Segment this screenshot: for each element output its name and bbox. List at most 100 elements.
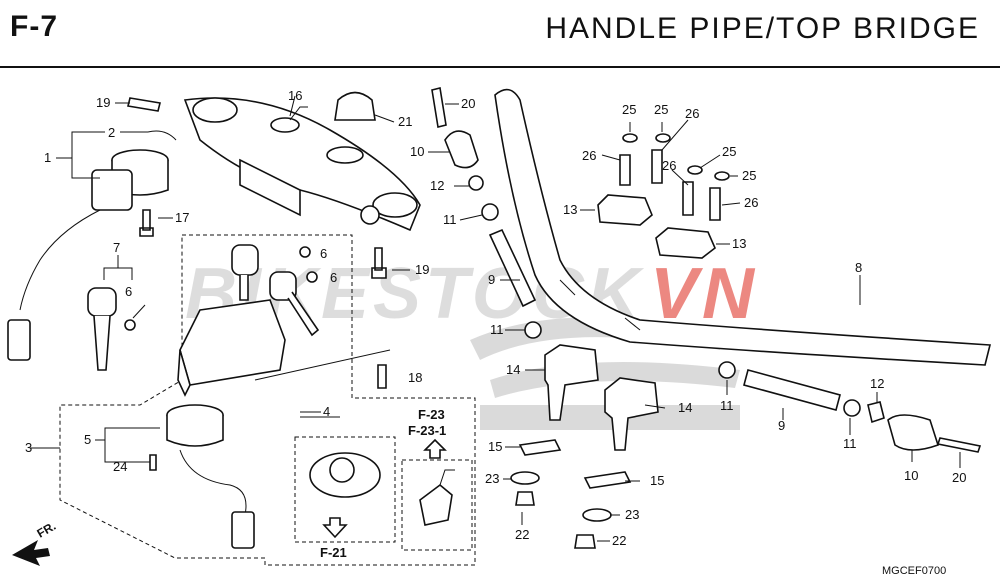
callout-12b: 12	[870, 376, 884, 391]
washer-part-6c	[306, 271, 318, 283]
f23-ref-part	[419, 469, 455, 526]
lock-assembly	[177, 244, 320, 397]
ignition-switch-part-1	[7, 149, 169, 361]
holder-lower-part-14b	[604, 377, 659, 451]
cross-references: F-23 F-23-1 F-21	[320, 407, 446, 560]
washer-part-23b	[582, 508, 612, 522]
image-code: MGCEF0700	[882, 565, 946, 577]
callout-10b: 10	[904, 468, 918, 483]
callout-25a: 25	[622, 102, 636, 117]
callout-3: 3	[25, 440, 32, 455]
holder-upper-part-13a	[597, 194, 653, 226]
callout-13b: 13	[732, 236, 746, 251]
callout-6b: 6	[330, 270, 337, 285]
callout-15b: 15	[650, 473, 664, 488]
ref-f23-1: F-23-1	[408, 423, 446, 438]
top-bridge-part-16	[183, 97, 421, 232]
callout-7: 7	[113, 240, 120, 255]
washer-part-23a	[510, 471, 540, 485]
callout-11d: 11	[843, 436, 857, 451]
holder-upper-part-13b	[655, 227, 716, 259]
callout-8: 8	[855, 260, 862, 275]
callout-22b: 22	[612, 533, 626, 548]
bolts-part-26	[619, 149, 721, 221]
callout-16: 16	[288, 88, 302, 103]
callout-26a: 26	[582, 148, 596, 163]
callout-25c: 25	[722, 144, 736, 159]
clip-part-12a	[468, 175, 484, 191]
nut-part-11c	[718, 361, 736, 379]
bolt-part-17	[139, 209, 154, 237]
bar-weight-part-9a	[488, 228, 537, 308]
callout-14a: 14	[506, 362, 520, 377]
washers-part-25	[622, 133, 730, 181]
bolt-part-19a	[127, 97, 161, 112]
handle-pipe-part-8	[494, 88, 992, 366]
callout-22a: 22	[515, 527, 529, 542]
page-code: F-7	[10, 10, 58, 43]
nut-part-22b	[574, 534, 596, 549]
callout-25d: 25	[742, 168, 756, 183]
key-part-7	[87, 287, 117, 371]
bolt-part-18	[377, 364, 387, 389]
callout-6a: 6	[320, 246, 327, 261]
callout-11b: 11	[490, 322, 504, 337]
callout-20b: 20	[952, 470, 966, 485]
plate-part-15a	[518, 439, 562, 456]
plate-part-15b	[583, 471, 632, 489]
callout-9b: 9	[778, 418, 785, 433]
callout-25b: 25	[654, 102, 668, 117]
nut-part-11a	[481, 203, 499, 221]
leader-18	[254, 349, 391, 381]
bolt-part-19b	[371, 247, 387, 279]
clip-part-12b	[867, 401, 885, 424]
reference-boxes	[294, 436, 473, 551]
seat-lock-part-5	[166, 404, 255, 549]
callout-2: 2	[108, 125, 115, 140]
callout-4: 4	[323, 404, 330, 419]
fr-label: FR.	[35, 519, 59, 541]
callout-23b: 23	[625, 507, 639, 522]
callout-14b: 14	[678, 400, 692, 415]
callout-19b: 19	[415, 262, 429, 277]
callout-26d: 26	[744, 195, 758, 210]
washer-part-6b	[299, 246, 311, 258]
f21-ref-part	[309, 452, 381, 498]
bar-weight-part-9b	[743, 369, 841, 411]
clip-part-2	[147, 130, 177, 141]
callout-26b: 26	[685, 106, 699, 121]
screw-part-20b	[936, 437, 982, 453]
up-arrow	[423, 438, 447, 459]
callout-12a: 12	[430, 178, 444, 193]
callout-26c: 26	[662, 158, 676, 173]
callout-20a: 20	[461, 96, 475, 111]
callout-1: 1	[44, 150, 51, 165]
callout-18: 18	[408, 370, 422, 385]
callout-10a: 10	[410, 144, 424, 159]
callout-6c: 6	[125, 284, 132, 299]
callout-11c: 11	[720, 398, 734, 413]
ref-f23: F-23	[418, 407, 445, 422]
holder-lower-part-14a	[544, 344, 599, 421]
callout-labels: 1 2 3 4 5 6 6 7 6 8 9 9 10 10 11 11 11 1…	[25, 88, 966, 548]
cap-nut-part-21	[334, 91, 376, 121]
ref-f21: F-21	[320, 545, 347, 560]
front-direction-arrow: FR.	[12, 519, 58, 566]
bar-end-part-10b	[887, 414, 939, 451]
watermark-accent: VN	[650, 254, 758, 334]
screw-part-20a	[431, 87, 447, 128]
washer-part-6a	[124, 319, 136, 331]
callout-24: 24	[113, 459, 127, 474]
callout-23a: 23	[485, 471, 499, 486]
nut-part-11b	[524, 321, 542, 339]
callout-11a: 11	[443, 212, 457, 227]
nut-part-11d	[843, 399, 861, 417]
down-arrow	[322, 517, 348, 539]
callout-13a: 13	[563, 202, 577, 217]
callout-17: 17	[175, 210, 189, 225]
callout-21: 21	[398, 114, 412, 129]
callout-9a: 9	[488, 272, 495, 287]
callout-15a: 15	[488, 439, 502, 454]
